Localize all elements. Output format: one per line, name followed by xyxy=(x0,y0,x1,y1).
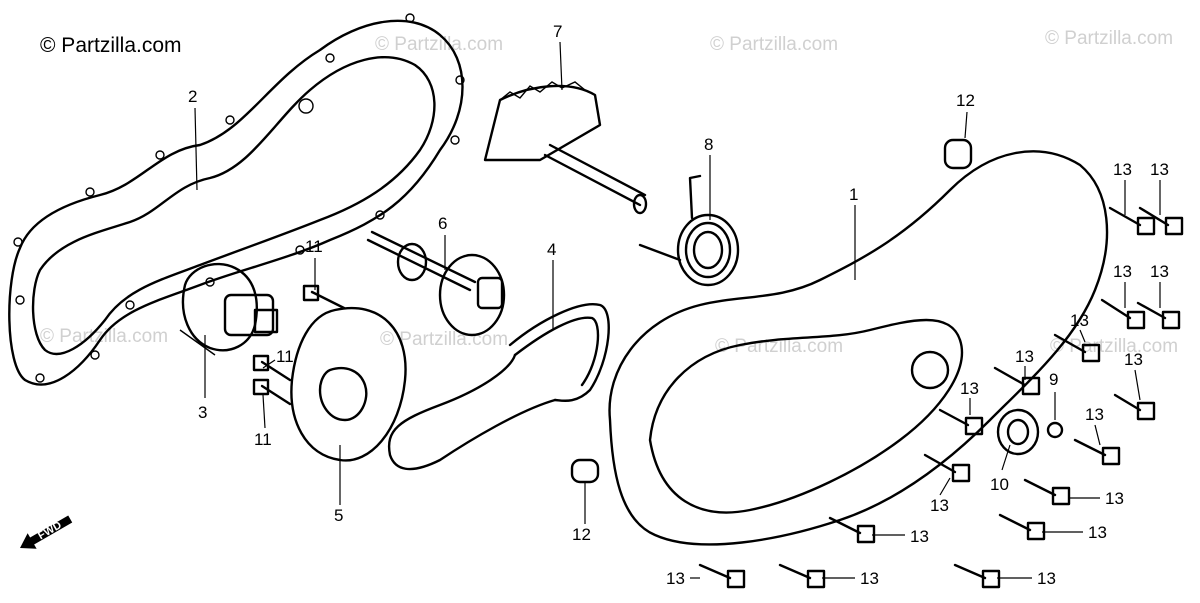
callout-11: 11 xyxy=(254,430,272,449)
callout-11: 11 xyxy=(305,237,323,256)
watermark: © Partzilla.com xyxy=(375,34,503,55)
callout-10: 10 xyxy=(990,475,1009,494)
callout-13: 13 xyxy=(666,569,685,588)
callout-3: 3 xyxy=(198,403,207,422)
callout-13: 13 xyxy=(1085,405,1104,424)
callout-6: 6 xyxy=(438,214,447,233)
gear-part-3 xyxy=(179,262,279,356)
callout-13: 13 xyxy=(1124,350,1143,369)
seal-part-10 xyxy=(996,408,1040,456)
callout-5: 5 xyxy=(334,506,343,525)
callout-13: 13 xyxy=(1150,262,1169,281)
callout-12: 12 xyxy=(956,91,975,110)
callout-13: 13 xyxy=(1070,311,1089,330)
chain-part-4 xyxy=(508,303,610,402)
callout-13: 13 xyxy=(860,569,879,588)
bolt-part-13 xyxy=(698,206,1184,589)
callout-7: 7 xyxy=(553,22,562,41)
gasket-part-2 xyxy=(8,13,465,386)
callout-8: 8 xyxy=(704,135,713,154)
plate-part-5 xyxy=(290,307,407,462)
watermark: © Partzilla.com xyxy=(715,336,843,357)
callout-13: 13 xyxy=(1088,523,1107,542)
copyright-text: © Partzilla.com xyxy=(40,34,182,57)
callout-13: 13 xyxy=(1105,489,1124,508)
shaft-part-6 xyxy=(366,230,506,337)
callout-11: 11 xyxy=(276,347,294,366)
callout-13: 13 xyxy=(1113,160,1132,179)
belt xyxy=(387,353,557,471)
callout-13: 13 xyxy=(960,379,979,398)
dowel-pin-part-12 xyxy=(570,458,600,484)
callout-12: 12 xyxy=(572,525,591,544)
callout-13: 13 xyxy=(1037,569,1056,588)
fwd-label: FWD xyxy=(36,519,64,542)
spindle-part-7 xyxy=(483,81,648,215)
washer-part-9 xyxy=(1046,421,1064,439)
fwd-arrow: FWD xyxy=(20,515,73,549)
callout-13: 13 xyxy=(910,527,929,546)
callout-13: 13 xyxy=(1150,160,1169,179)
callout-9: 9 xyxy=(1049,370,1058,389)
watermark: © Partzilla.com xyxy=(710,34,838,55)
spring-part-8 xyxy=(638,174,740,287)
dowel-pin-part-12 xyxy=(943,138,973,170)
watermark: © Partzilla.com xyxy=(1050,336,1178,357)
callout-2: 2 xyxy=(188,87,197,106)
callout-13: 13 xyxy=(930,496,949,515)
callout-4: 4 xyxy=(547,240,556,259)
callout-13: 13 xyxy=(1015,347,1034,366)
leader-lines xyxy=(194,41,1161,579)
callout-13: 13 xyxy=(1113,262,1132,281)
watermark: © Partzilla.com xyxy=(1045,28,1173,49)
cover-part-1 xyxy=(608,150,1109,546)
callout-1: 1 xyxy=(849,185,858,204)
